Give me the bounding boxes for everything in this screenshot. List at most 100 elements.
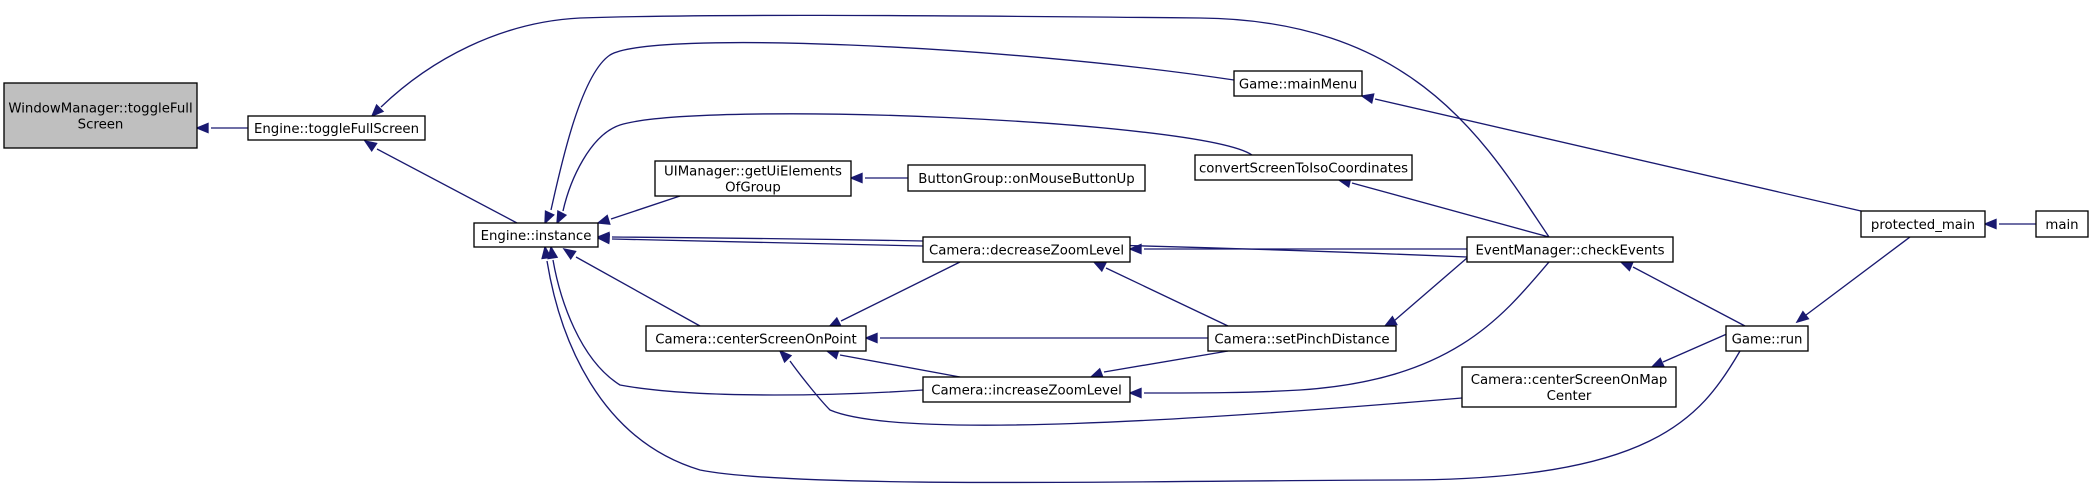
edge-pmain-to-gmm <box>1360 93 1862 212</box>
node-label: main <box>2045 218 2078 233</box>
node-box[interactable] <box>1194 154 1413 181</box>
edge-evm-to-tfs <box>370 14 1550 238</box>
node-box[interactable] <box>1725 325 1809 352</box>
edge-arrowhead <box>363 140 378 152</box>
edge-arrowhead <box>596 214 611 225</box>
node-cam_inc[interactable]: Camera::increaseZoomLevel <box>922 376 1131 403</box>
node-label: UIManager::getUiElements <box>664 165 842 180</box>
edge-arrowhead <box>1983 218 1997 230</box>
edge-cam_inc-to-inst <box>547 245 924 396</box>
edge-gmm-to-inst <box>544 41 1235 225</box>
node-pinch[interactable]: Camera::setPinchDistance <box>1207 325 1397 352</box>
node-box[interactable] <box>1860 210 1986 238</box>
node-label: protected_main <box>1871 218 1975 233</box>
edge-cam_map-to-cam_center <box>778 349 1463 426</box>
node-box[interactable] <box>473 222 599 248</box>
edge-line <box>380 14 1550 238</box>
edge-arrowhead <box>1650 357 1665 368</box>
edge-line <box>1143 261 1550 394</box>
node-pmain[interactable]: protected_main <box>1860 210 1986 238</box>
edge-tfs-to-wm <box>195 122 248 134</box>
edge-arrowhead <box>1619 261 1634 272</box>
edge-cam_dec-to-cam_center <box>827 261 961 328</box>
node-label: Camera::setPinchDistance <box>1214 333 1389 348</box>
node-label: Engine::toggleFullScreen <box>254 122 419 137</box>
node-inst[interactable]: Engine::instance <box>473 222 599 248</box>
edge-line <box>552 259 924 396</box>
node-main[interactable]: main <box>2035 210 2089 238</box>
node-box[interactable] <box>3 82 198 149</box>
edge-line <box>610 195 681 220</box>
node-wm[interactable]: WindowManager::toggleFullScreen <box>3 82 198 149</box>
node-label: Engine::instance <box>481 229 592 244</box>
node-label: OfGroup <box>725 181 781 196</box>
edge-evm-to-cam_inc <box>1128 261 1550 399</box>
edge-arrowhead <box>1092 261 1107 273</box>
node-label: Camera::centerScreenOnMap <box>1471 373 1668 388</box>
edge-line <box>1103 350 1229 373</box>
node-box[interactable] <box>907 164 1146 192</box>
node-box[interactable] <box>645 325 867 352</box>
edge-main-to-pmain <box>1983 218 2036 230</box>
edge-arrowhead <box>544 210 555 225</box>
node-label: Camera::increaseZoomLevel <box>931 384 1122 399</box>
node-box[interactable] <box>2035 210 2089 238</box>
edge-line <box>611 238 924 247</box>
node-label: Camera::centerScreenOnPoint <box>655 333 857 348</box>
node-box[interactable] <box>654 160 852 197</box>
edge-run-to-evm <box>1619 261 1746 327</box>
node-label: convertScreenToIsoCoordinates <box>1199 162 1408 177</box>
node-bg[interactable]: ButtonGroup::onMouseButtonUp <box>907 164 1146 192</box>
node-box[interactable] <box>922 236 1131 263</box>
node-box[interactable] <box>247 115 426 141</box>
node-cam_center[interactable]: Camera::centerScreenOnPoint <box>645 325 867 352</box>
edge-arrowhead <box>849 172 863 184</box>
edge-line <box>550 41 1235 211</box>
node-label: Center <box>1547 389 1592 404</box>
edge-uim-to-inst <box>596 195 681 225</box>
edge-line <box>546 260 1741 484</box>
edge-line <box>1374 98 1862 212</box>
edge-pinch-to-cam_inc <box>1089 350 1229 378</box>
edge-arrowhead <box>556 210 568 225</box>
edge-arrowhead <box>1128 243 1142 255</box>
node-box[interactable] <box>1466 236 1674 263</box>
edge-evm-to-conv <box>1337 177 1550 238</box>
edge-arrowhead <box>1795 310 1810 324</box>
node-box[interactable] <box>922 376 1131 403</box>
node-tfs[interactable]: Engine::toggleFullScreen <box>247 115 426 141</box>
node-cam_dec[interactable]: Camera::decreaseZoomLevel <box>922 236 1131 263</box>
edge-line <box>575 256 701 327</box>
edge-arrowhead <box>778 349 793 364</box>
edge-arrowhead <box>1360 93 1375 105</box>
node-label: EventManager::checkEvents <box>1475 244 1664 259</box>
edge-conv-to-inst <box>556 113 1253 225</box>
edge-pinch-to-cam_dec <box>1092 261 1229 327</box>
node-gmm[interactable]: Game::mainMenu <box>1233 70 1363 97</box>
node-box[interactable] <box>1461 366 1677 408</box>
node-box[interactable] <box>1233 70 1363 97</box>
node-conv[interactable]: convertScreenToIsoCoordinates <box>1194 154 1413 181</box>
edge-cam_inc-to-cam_center <box>825 349 961 378</box>
node-label: Game::mainMenu <box>1239 78 1357 93</box>
node-run[interactable]: Game::run <box>1725 325 1809 352</box>
edge-arrowhead <box>1128 387 1142 399</box>
edge-arrowhead <box>370 103 385 118</box>
edge-line <box>562 113 1253 212</box>
node-label: Game::run <box>1732 333 1803 348</box>
edge-run-to-inst <box>541 245 1741 484</box>
edge-arrowhead <box>864 332 878 344</box>
edge-evm-to-cam_dec <box>1128 243 1467 255</box>
edge-line <box>1105 267 1229 327</box>
edge-line <box>839 354 961 378</box>
node-box[interactable] <box>1207 325 1397 352</box>
call-graph-edges <box>195 14 2036 484</box>
node-evm[interactable]: EventManager::checkEvents <box>1466 236 1674 263</box>
node-label: Camera::decreaseZoomLevel <box>929 244 1124 259</box>
edge-line <box>1805 236 1911 316</box>
edge-arrowhead <box>541 245 553 260</box>
